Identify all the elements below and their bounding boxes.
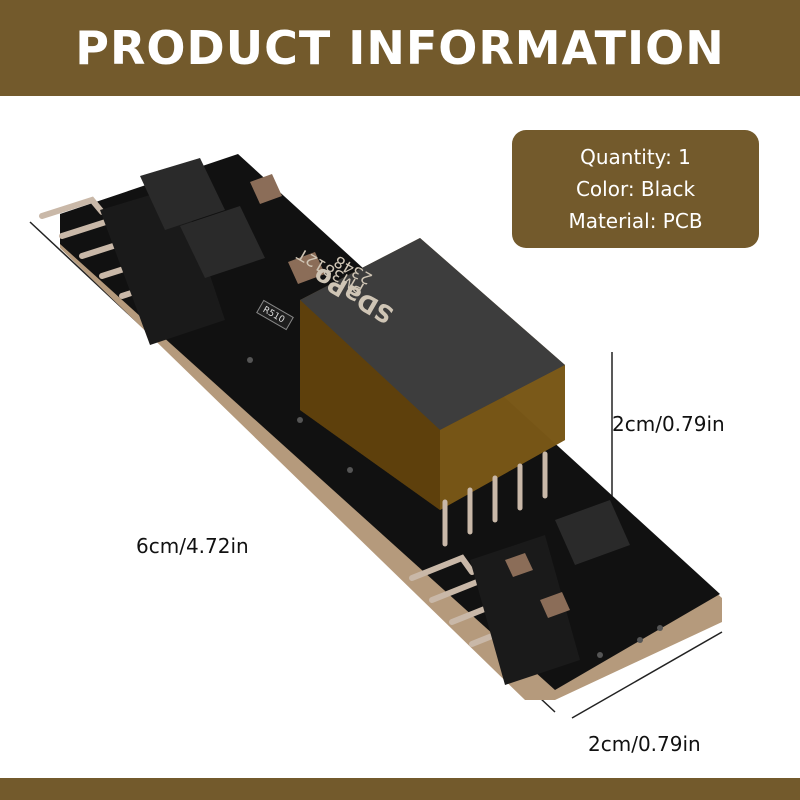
footer-bar xyxy=(0,778,800,800)
right-pin-header-plastic xyxy=(470,535,580,685)
page-title: PRODUCT INFORMATION xyxy=(75,21,725,75)
header-banner: PRODUCT INFORMATION xyxy=(0,0,800,96)
transformer: SDaPo PM3812T 2348 xyxy=(294,238,565,547)
capacitors xyxy=(250,174,570,618)
quantity-label: Quantity: 1 xyxy=(580,145,691,169)
length-dimension-label: 6cm/4.72in xyxy=(136,534,249,558)
material-label: Material: PCB xyxy=(568,209,703,233)
color-label: Color: Black xyxy=(575,177,696,201)
width-dimension-line xyxy=(571,631,723,719)
height-dimension-label: 2cm/0.79in xyxy=(612,412,725,436)
diode-component xyxy=(555,500,630,565)
left-pin-header-plastic xyxy=(100,186,225,345)
width-dimension-label: 2cm/0.79in xyxy=(588,732,701,756)
resistor xyxy=(256,299,294,331)
product-info-box: Quantity: 1 Color: Black Material: PCB xyxy=(512,130,759,248)
mosfet-top xyxy=(140,158,265,278)
